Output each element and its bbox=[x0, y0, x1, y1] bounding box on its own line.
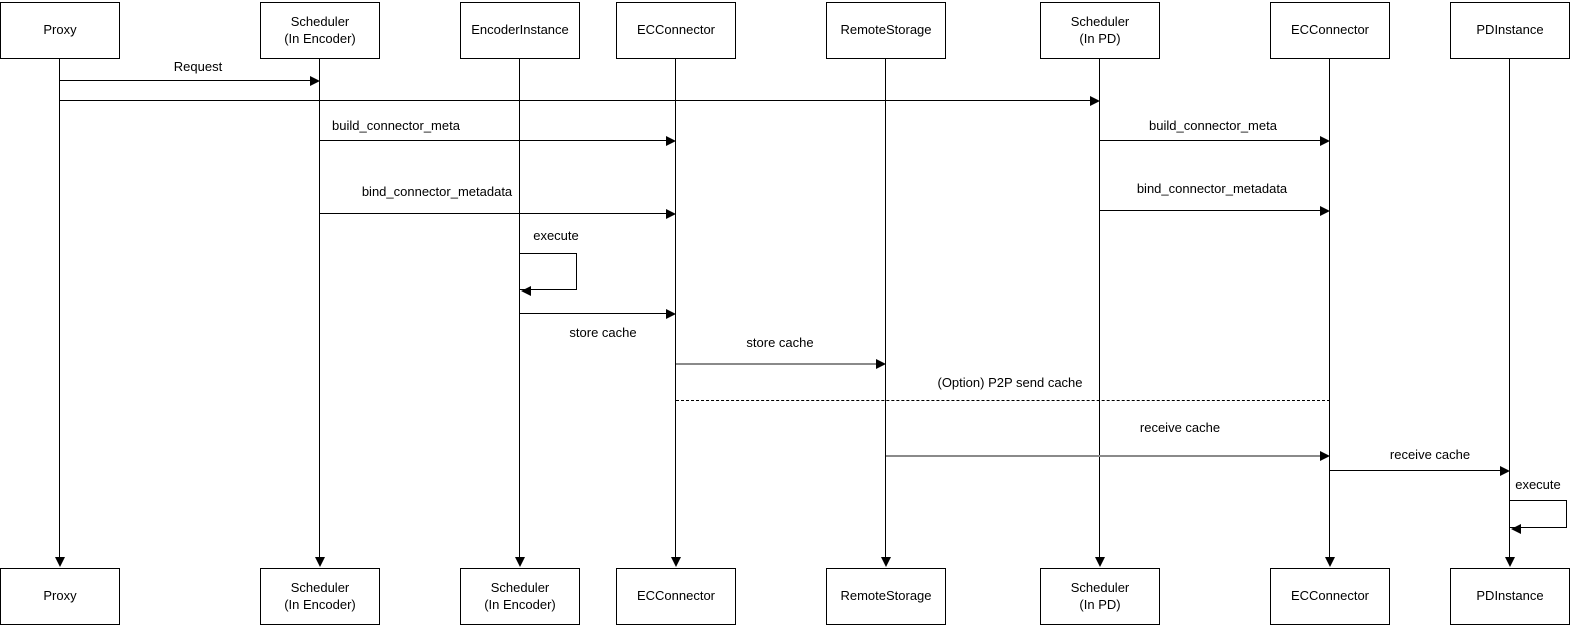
message-arrowhead-icon-build-meta-pd bbox=[1320, 136, 1330, 146]
actor-top-box-scheduler-pd: Scheduler (In PD) bbox=[1040, 2, 1160, 59]
lifeline-ec-connector-pd bbox=[1329, 59, 1331, 558]
actor-bottom-box-remote-storage: RemoteStorage bbox=[826, 568, 946, 625]
actor-bottom-box-ec-connector-encoder: ECConnector bbox=[616, 568, 736, 625]
lifeline-ec-connector-encoder bbox=[675, 59, 677, 558]
actor-top-box-encoder-instance: EncoderInstance bbox=[460, 2, 580, 59]
actor-bottom-label-scheduler-pd: Scheduler (In PD) bbox=[1070, 579, 1130, 612]
actor-top-label-scheduler-encoder: Scheduler (In Encoder) bbox=[284, 13, 356, 46]
actor-top-label-ec-connector-pd: ECConnector bbox=[1290, 22, 1370, 38]
message-label-store-cache-ec: store cache bbox=[567, 325, 639, 340]
actor-top-box-scheduler-encoder: Scheduler (In Encoder) bbox=[260, 2, 380, 59]
message-line-build-meta-encoder bbox=[320, 140, 669, 141]
message-arrowhead-icon-build-meta-encoder bbox=[666, 136, 676, 146]
actor-bottom-box-scheduler-pd: Scheduler (In PD) bbox=[1040, 568, 1160, 625]
lifeline-remote-storage bbox=[885, 59, 887, 558]
actor-top-box-remote-storage: RemoteStorage bbox=[826, 2, 946, 59]
lifeline-arrowhead-icon-ec-connector-pd bbox=[1325, 557, 1335, 567]
actor-top-label-scheduler-pd: Scheduler (In PD) bbox=[1070, 13, 1130, 46]
actor-top-box-pd-instance: PDInstance bbox=[1450, 2, 1570, 59]
actor-top-label-remote-storage: RemoteStorage bbox=[840, 22, 932, 38]
message-line-bind-metadata-pd bbox=[1100, 210, 1323, 211]
message-line-store-cache-remote bbox=[676, 363, 879, 365]
lifeline-arrowhead-icon-remote-storage bbox=[881, 557, 891, 567]
message-line-request bbox=[60, 80, 313, 81]
message-arrowhead-icon-proxy-to-pd bbox=[1090, 96, 1100, 106]
actor-bottom-box-pd-instance: PDInstance bbox=[1450, 568, 1570, 625]
lifeline-arrowhead-icon-pd-instance bbox=[1505, 557, 1515, 567]
message-line-bind-metadata-encoder bbox=[320, 213, 669, 214]
message-line-proxy-to-pd bbox=[60, 100, 1093, 101]
actor-top-box-ec-connector-encoder: ECConnector bbox=[616, 2, 736, 59]
message-arrowhead-icon-bind-metadata-pd bbox=[1320, 206, 1330, 216]
message-arrowhead-icon-bind-metadata-encoder bbox=[666, 209, 676, 219]
actor-bottom-label-ec-connector-encoder: ECConnector bbox=[636, 588, 716, 604]
message-arrowhead-icon-store-cache-ec bbox=[666, 309, 676, 319]
lifeline-arrowhead-icon-scheduler-pd bbox=[1095, 557, 1105, 567]
actor-bottom-label-remote-storage: RemoteStorage bbox=[840, 588, 932, 604]
message-arrowhead-icon-execute-pd bbox=[1511, 524, 1521, 534]
actor-bottom-label-proxy: Proxy bbox=[43, 588, 77, 604]
message-arrowhead-icon-request bbox=[310, 76, 320, 86]
actor-bottom-label-pd-instance: PDInstance bbox=[1476, 588, 1544, 604]
message-arrowhead-icon-receive-cache-pd bbox=[1500, 466, 1510, 476]
actor-top-label-pd-instance: PDInstance bbox=[1476, 22, 1544, 38]
actor-top-label-ec-connector-encoder: ECConnector bbox=[636, 22, 716, 38]
actor-bottom-box-proxy: Proxy bbox=[0, 568, 120, 625]
actor-top-label-encoder-instance: EncoderInstance bbox=[471, 22, 569, 38]
actor-bottom-box-encoder-instance: Scheduler (In Encoder) bbox=[460, 568, 580, 625]
lifeline-arrowhead-icon-proxy bbox=[55, 557, 65, 567]
lifeline-scheduler-encoder bbox=[319, 59, 321, 558]
message-line-receive-cache-pd bbox=[1330, 470, 1503, 471]
message-label-bind-metadata-pd: bind_connector_metadata bbox=[1134, 181, 1290, 196]
message-self-loop-execute-pd bbox=[1510, 500, 1567, 528]
lifeline-arrowhead-icon-scheduler-encoder bbox=[315, 557, 325, 567]
lifeline-encoder-instance bbox=[519, 59, 521, 558]
message-line-store-cache-ec bbox=[520, 313, 669, 314]
message-line-build-meta-pd bbox=[1100, 140, 1323, 141]
lifeline-pd-instance bbox=[1509, 59, 1511, 558]
lifeline-scheduler-pd bbox=[1099, 59, 1101, 558]
lifeline-proxy bbox=[59, 59, 61, 558]
lifeline-arrowhead-icon-encoder-instance bbox=[515, 557, 525, 567]
message-line-p2p-send-cache bbox=[676, 400, 1330, 401]
actor-bottom-label-scheduler-encoder: Scheduler (In Encoder) bbox=[284, 579, 356, 612]
message-arrowhead-icon-execute-encoder bbox=[521, 286, 531, 296]
message-arrowhead-icon-receive-cache-ec bbox=[1320, 451, 1330, 461]
message-label-execute-encoder: execute bbox=[531, 228, 581, 243]
message-label-build-meta-encoder: build_connector_meta bbox=[330, 118, 462, 133]
actor-bottom-label-ec-connector-pd: ECConnector bbox=[1290, 588, 1370, 604]
message-self-loop-execute-encoder bbox=[520, 253, 577, 290]
actor-bottom-box-scheduler-encoder: Scheduler (In Encoder) bbox=[260, 568, 380, 625]
message-label-receive-cache-ec: receive cache bbox=[1137, 420, 1223, 435]
message-label-request: Request bbox=[171, 59, 225, 74]
message-label-bind-metadata-encoder: bind_connector_metadata bbox=[359, 184, 515, 199]
actor-top-box-proxy: Proxy bbox=[0, 2, 120, 59]
actor-bottom-box-ec-connector-pd: ECConnector bbox=[1270, 568, 1390, 625]
message-label-receive-cache-pd: receive cache bbox=[1387, 447, 1473, 462]
actor-bottom-label-encoder-instance: Scheduler (In Encoder) bbox=[484, 579, 556, 612]
lifeline-arrowhead-icon-ec-connector-encoder bbox=[671, 557, 681, 567]
message-label-store-cache-remote: store cache bbox=[744, 335, 816, 350]
message-label-build-meta-pd: build_connector_meta bbox=[1147, 118, 1279, 133]
actor-top-label-proxy: Proxy bbox=[43, 22, 77, 38]
actor-top-box-ec-connector-pd: ECConnector bbox=[1270, 2, 1390, 59]
message-line-receive-cache-ec bbox=[886, 455, 1323, 457]
message-arrowhead-icon-store-cache-remote bbox=[876, 359, 886, 369]
message-label-p2p-send-cache: (Option) P2P send cache bbox=[935, 375, 1085, 390]
message-label-execute-pd: execute bbox=[1513, 477, 1563, 492]
